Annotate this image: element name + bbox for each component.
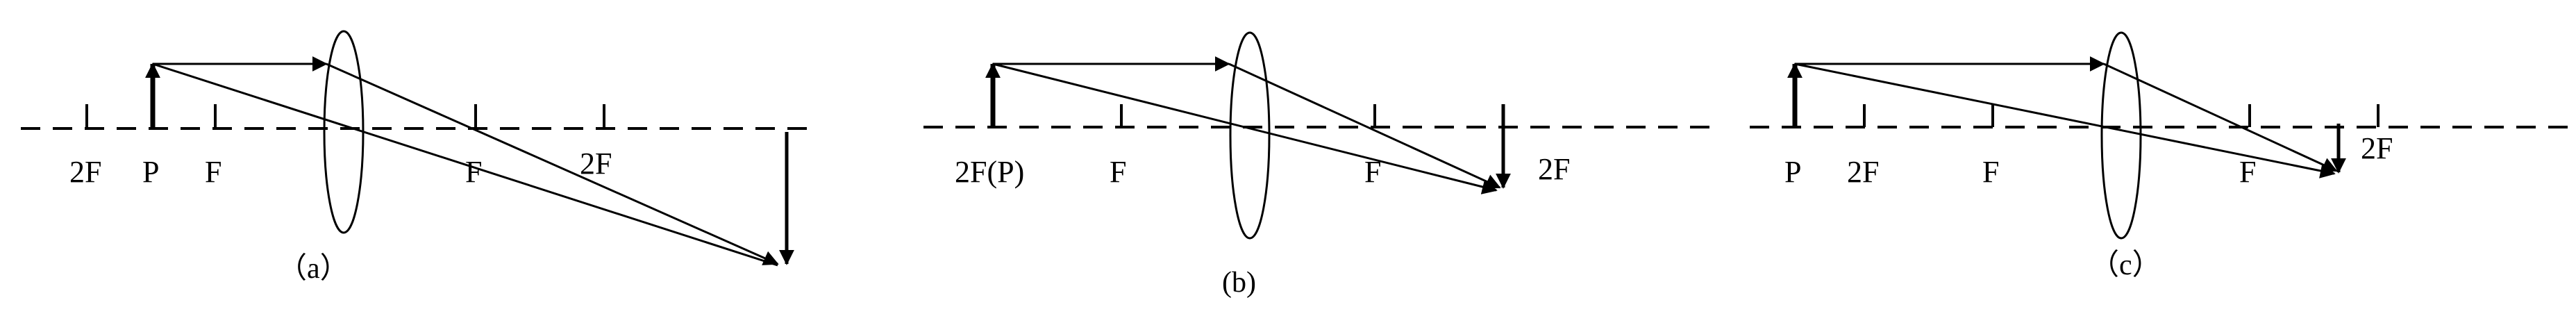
label-2f-right: 2F bbox=[2361, 131, 2393, 165]
ray-refracted bbox=[2103, 63, 2338, 172]
diagram-b: 2F(P) F F 2F (b) bbox=[923, 31, 1715, 299]
convex-lens bbox=[323, 30, 365, 234]
caption-a: （a） bbox=[278, 253, 349, 285]
label-2f-left: 2F bbox=[69, 155, 101, 189]
label-f-left: F bbox=[1110, 155, 1126, 189]
caption-c: （c） bbox=[2090, 249, 2161, 281]
label-f-right: F bbox=[1364, 155, 1381, 189]
label-2f-right: 2F bbox=[580, 147, 612, 181]
label-p: P bbox=[142, 155, 159, 189]
diagram-a: 2F P F F 2F （a） bbox=[21, 30, 812, 285]
ray-center bbox=[1794, 63, 2336, 178]
caption-b: (b) bbox=[1222, 267, 1256, 299]
label-f-left: F bbox=[1982, 155, 1999, 189]
label-f-left: F bbox=[205, 155, 221, 189]
label-2f-left: 2F bbox=[1847, 155, 1879, 189]
label-p: P bbox=[1784, 155, 1801, 189]
convex-lens bbox=[1229, 31, 1271, 240]
ray-refracted bbox=[326, 63, 779, 265]
diagram-c: P 2F F F 2F （c） bbox=[1750, 31, 2569, 281]
label-f-right: F bbox=[2239, 155, 2256, 189]
convex-lens bbox=[2100, 31, 2142, 240]
ray-refracted bbox=[1228, 63, 1501, 189]
label-2f-right: 2F bbox=[1538, 152, 1570, 186]
ray-center bbox=[992, 63, 1498, 194]
label-2f-p: 2F(P) bbox=[955, 155, 1024, 189]
label-f-right: F bbox=[465, 155, 482, 189]
ray-center bbox=[152, 63, 778, 267]
